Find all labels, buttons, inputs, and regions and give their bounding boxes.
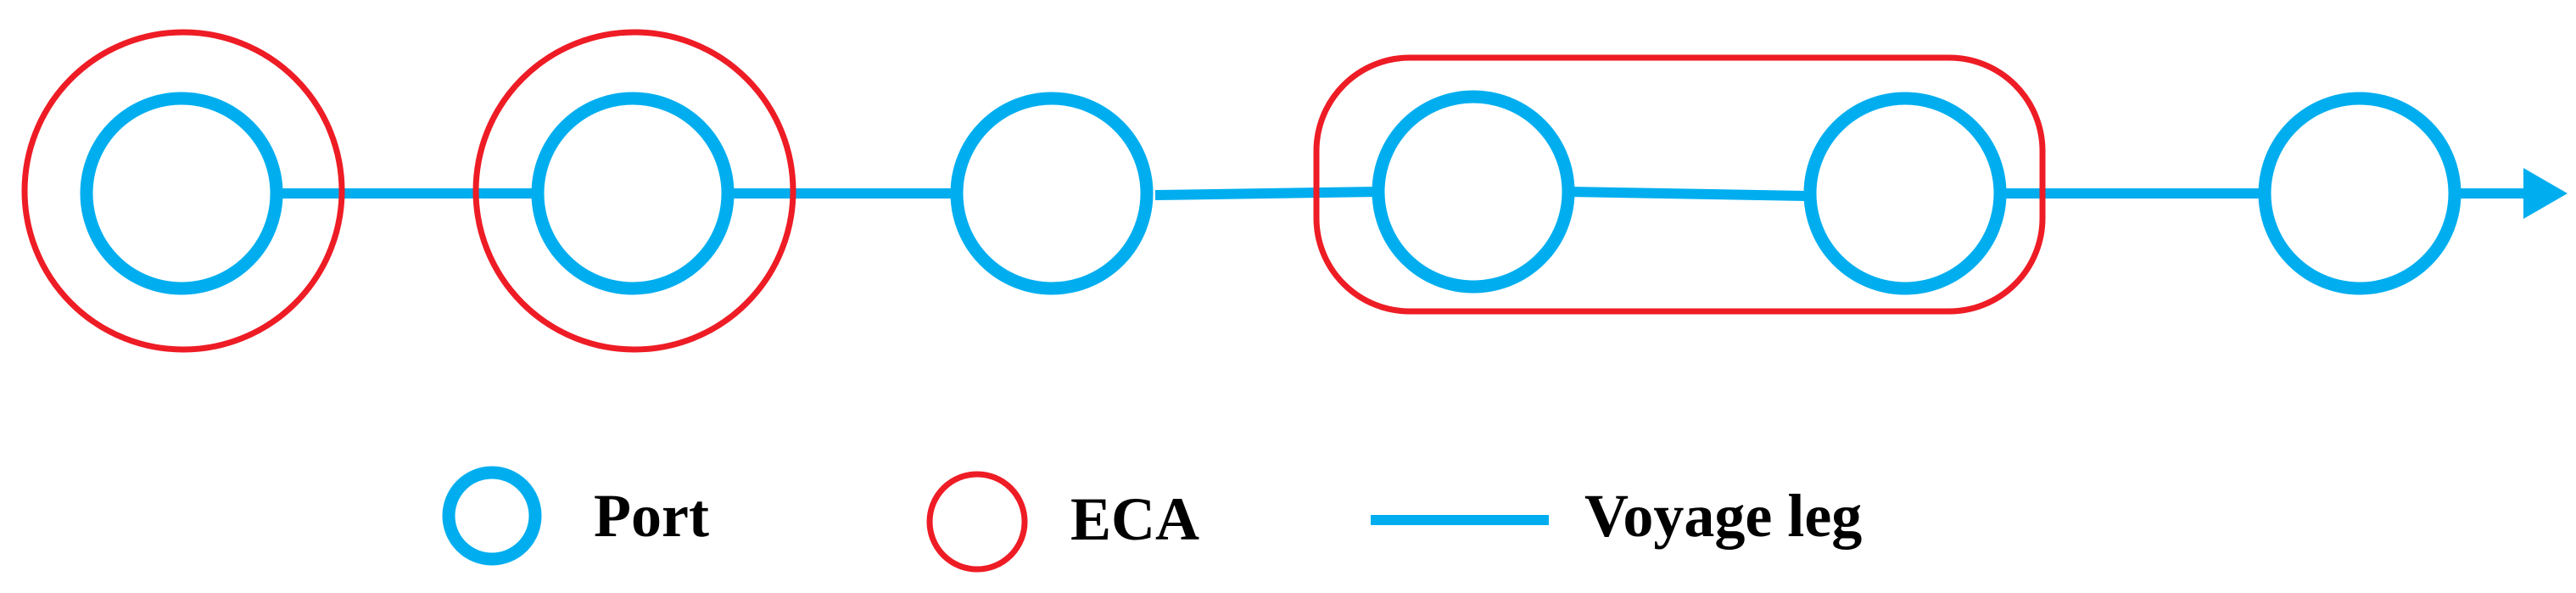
voyage-leg-3-4 [1154,187,1378,200]
port-node-1 [80,92,283,295]
legend: Port ECA Voyage leg [442,466,1862,573]
arrow-right-icon [2523,168,2568,219]
eca-zone-2 [472,29,796,353]
legend-eca-label: ECA [1070,485,1199,553]
legend-port-label: Port [594,482,709,550]
legend-eca-icon [926,471,1028,573]
port-node-3 [950,92,1154,295]
port-node-4 [1372,90,1575,294]
eca-zone-1 [21,29,345,353]
port-node-5 [1803,92,2007,295]
legend-voyage-leg-label: Voyage leg [1584,482,1862,550]
voyage-legs [275,187,2532,201]
port-node-2 [531,92,735,295]
port-node-6 [2258,92,2461,295]
eca-zone-3 [1313,54,2046,315]
voyage-leg-4-5 [1568,187,1808,201]
eca-zones [21,29,2046,353]
legend-port-icon [442,466,542,566]
ports [80,90,2461,295]
